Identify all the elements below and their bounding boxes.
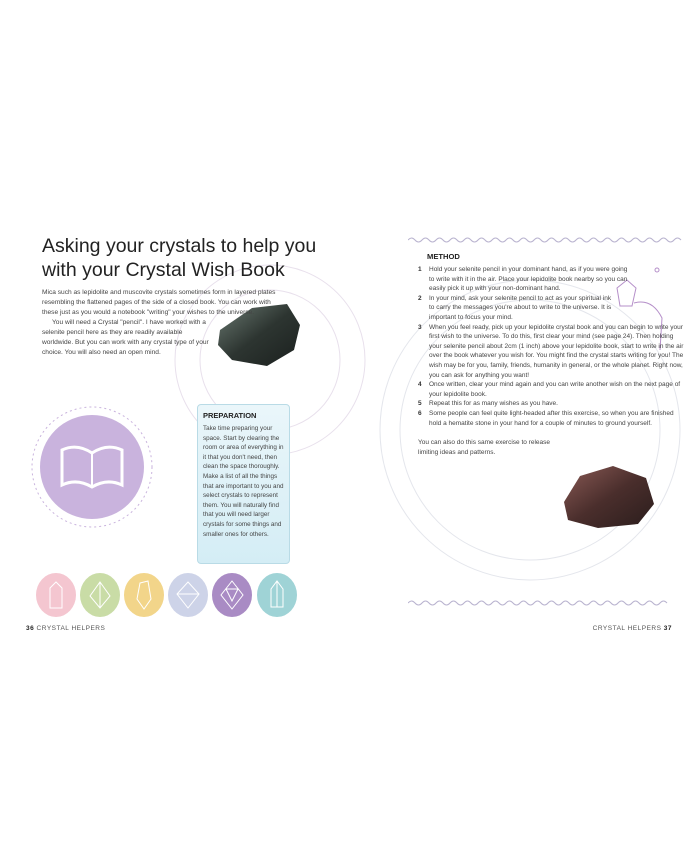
double-point-icon bbox=[270, 580, 284, 608]
wavy-divider-top bbox=[408, 237, 682, 243]
lepidolite-crystal-image bbox=[218, 304, 300, 366]
crystal-point-icon bbox=[49, 581, 63, 609]
left-column: Asking your crystals to help you with yo… bbox=[42, 234, 342, 358]
intro-paragraph-2: You will need a Crystal "pencil". I have… bbox=[42, 319, 209, 356]
method-heading: METHOD bbox=[427, 252, 460, 261]
cluster-crystal-icon bbox=[176, 581, 200, 609]
hand-holding-crystal-illustration bbox=[616, 267, 663, 351]
preparation-text: Take time preparing your space. Start by… bbox=[203, 425, 284, 538]
circle-decoration bbox=[379, 279, 681, 581]
hematite-crystal-image bbox=[564, 466, 654, 528]
running-head-right: CRYSTAL HELPERS bbox=[592, 625, 662, 632]
running-head-left: CRYSTAL HELPERS bbox=[36, 625, 106, 632]
diamond-crystal-icon bbox=[220, 580, 244, 610]
closing-text: You can also do this same exercise to re… bbox=[418, 439, 551, 456]
crystal-circle-pink bbox=[36, 573, 76, 617]
left-footer: 36 CRYSTAL HELPERS bbox=[26, 625, 105, 632]
crystal-circle-lavender bbox=[168, 573, 208, 617]
preparation-heading: PREPARATION bbox=[203, 411, 257, 420]
page-number-left: 36 bbox=[26, 625, 35, 632]
preparation-box: PREPARATION Take time preparing your spa… bbox=[197, 404, 290, 564]
crystal-shard-icon bbox=[136, 580, 152, 610]
crystal-circle-purple bbox=[212, 573, 252, 617]
open-book-icon bbox=[31, 406, 153, 528]
intro-paragraph: Mica such as lepidolite and muscovite cr… bbox=[42, 289, 276, 316]
right-footer: CRYSTAL HELPERS 37 bbox=[593, 625, 672, 632]
page-title: Asking your crystals to help you with yo… bbox=[42, 235, 317, 281]
crystal-circle-green bbox=[80, 573, 120, 617]
intro-text: Mica such as lepidolite and muscovite cr… bbox=[42, 288, 342, 358]
crystal-circle-yellow bbox=[124, 573, 164, 617]
crystal-circle-teal bbox=[257, 573, 297, 617]
wavy-divider-bottom bbox=[408, 600, 668, 606]
octahedron-icon bbox=[89, 581, 111, 609]
page-number-right: 37 bbox=[663, 625, 672, 632]
